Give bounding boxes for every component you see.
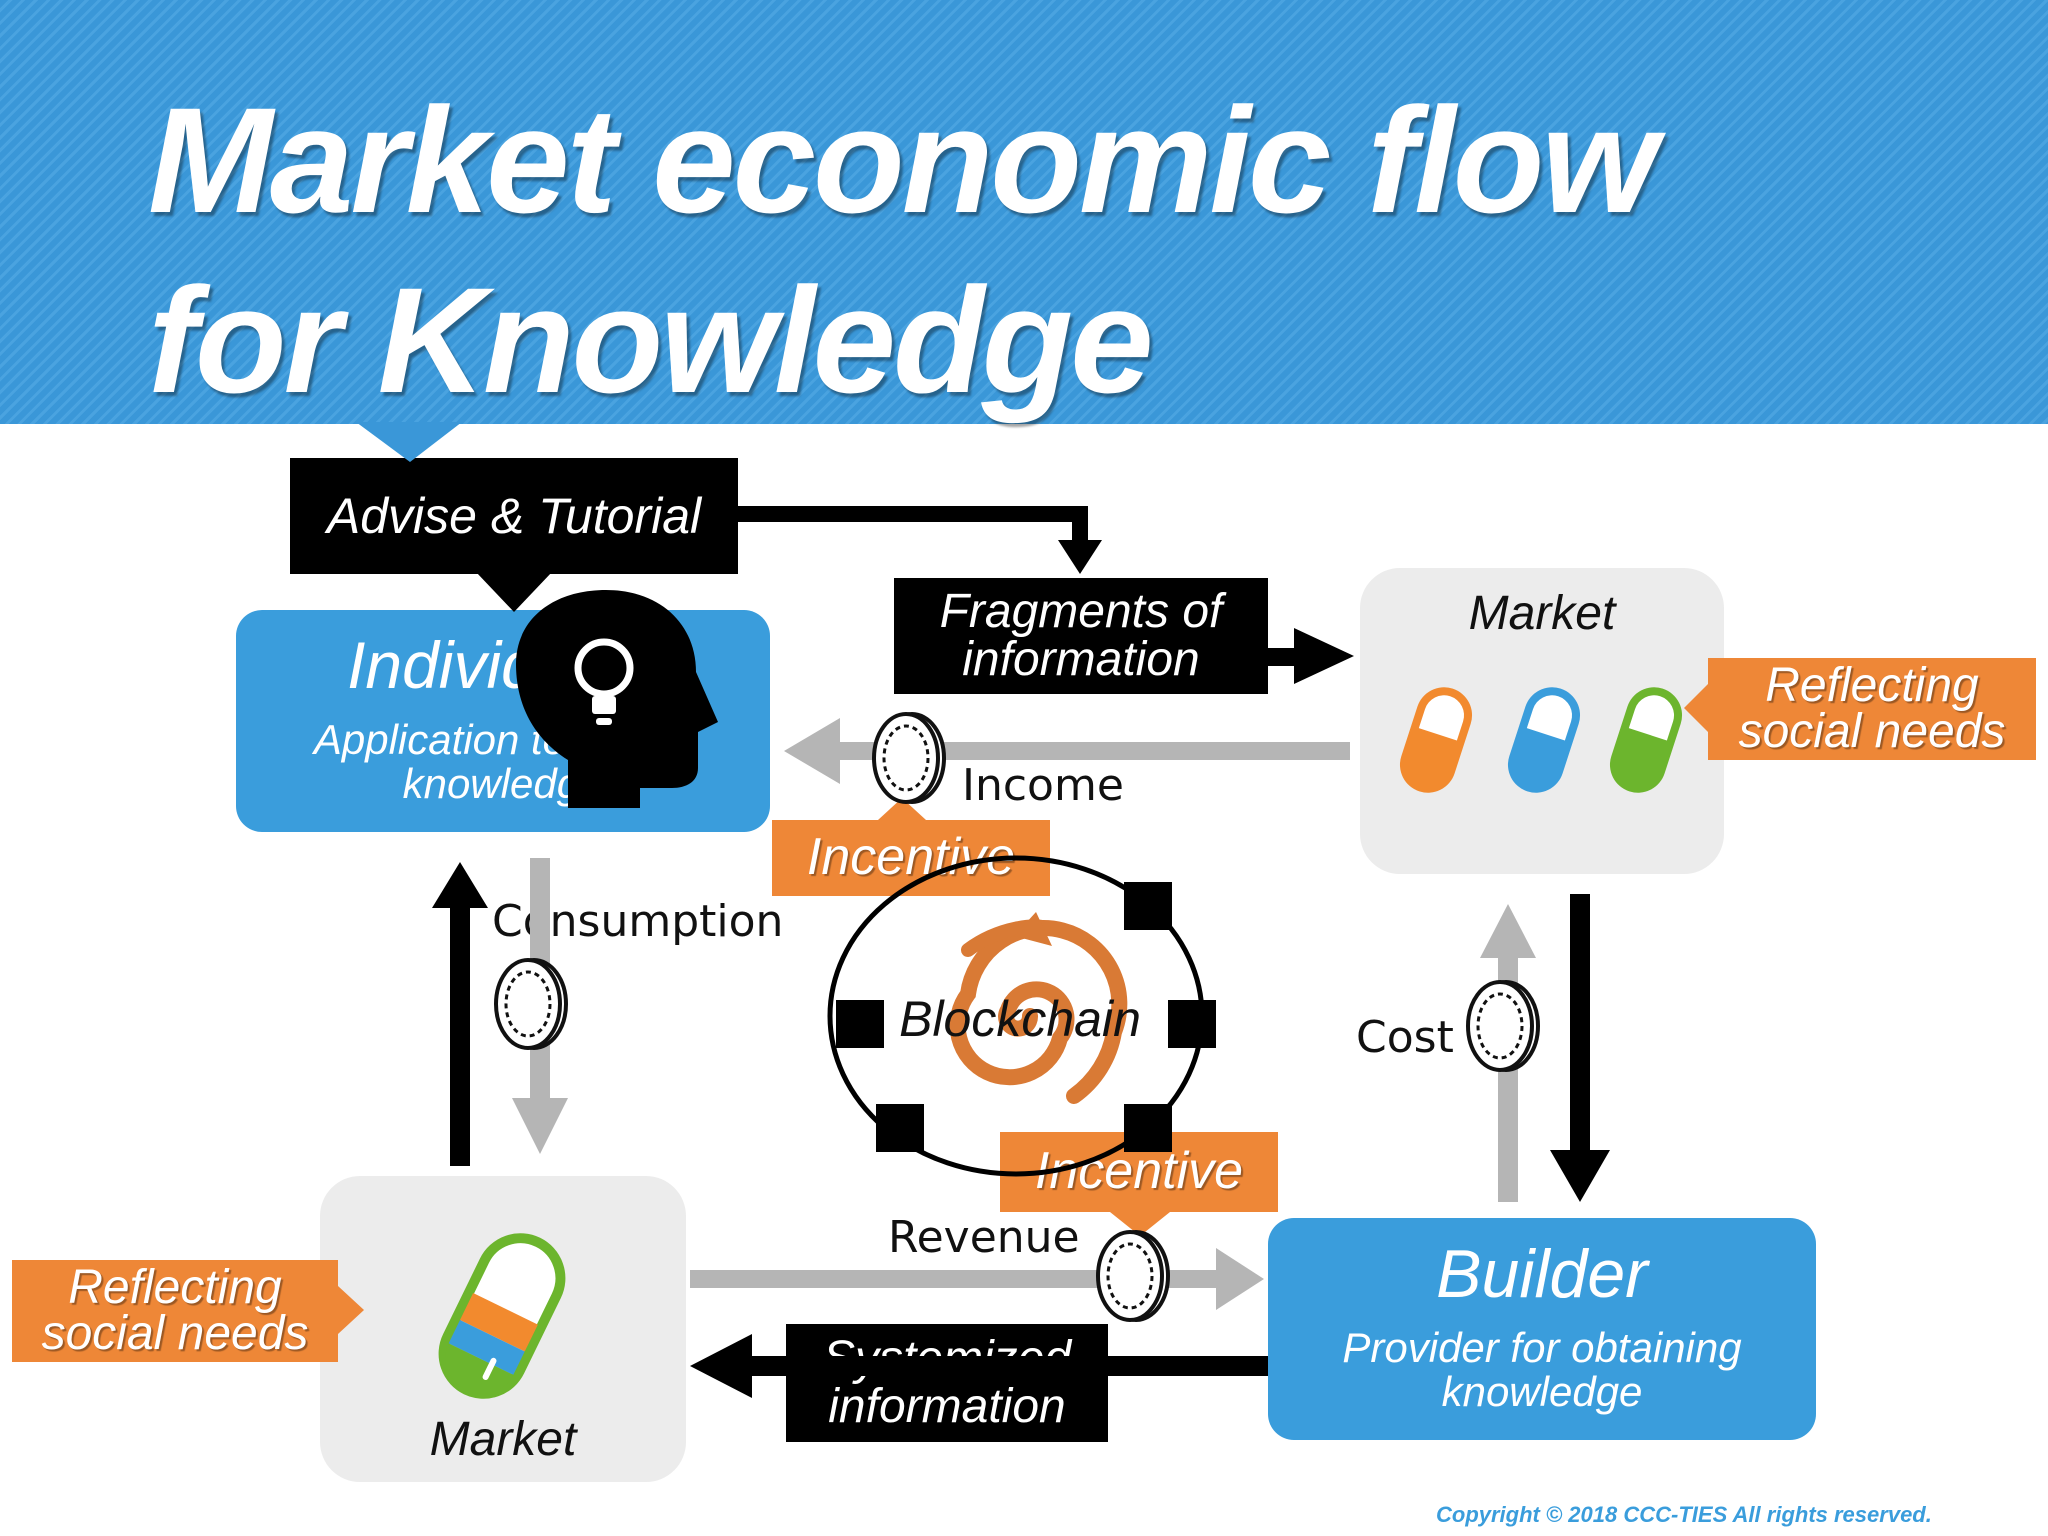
reflecting-left-text: Reflecting social needs [41, 1261, 309, 1360]
advise-tutorial-text: Advise & Tutorial [326, 488, 702, 544]
advise-tutorial-label: Advise & Tutorial [290, 458, 738, 574]
revenue-label: Revenue [888, 1212, 1080, 1263]
revenue-coin-icon [1096, 1230, 1170, 1322]
banner-pointer [356, 422, 462, 462]
market-to-individuals-arrow [450, 900, 470, 1166]
consumption-coin-icon [494, 958, 568, 1050]
blockchain-label: Blockchain [899, 991, 1141, 1047]
reflecting-social-needs-left: Reflecting social needs [12, 1260, 338, 1362]
income-coin-icon [872, 712, 946, 804]
fragments-label: Fragments of information [894, 578, 1268, 694]
advise-pointer [476, 572, 552, 612]
income-arrow [830, 742, 1350, 760]
market-top-label: Market [1468, 587, 1616, 640]
page-title: Market economic flow for Knowledge [148, 70, 1998, 430]
incentive-bottom-text: Incentive [1034, 1142, 1244, 1201]
reflecting-social-needs-right: Reflecting social needs [1708, 658, 2036, 760]
revenue-arrow [690, 1270, 1220, 1288]
builder-box: Builder Provider for obtaining knowledge [1268, 1218, 1816, 1440]
systemized-arrow [744, 1356, 1268, 1376]
cost-label: Cost [1356, 1012, 1454, 1063]
income-label: Income [962, 760, 1124, 811]
fragments-text: Fragments of information [939, 585, 1223, 686]
builder-subtitle: Provider for obtaining knowledge [1342, 1324, 1742, 1416]
blockchain-diagram [827, 855, 1216, 1177]
title-banner [0, 0, 2048, 424]
title-line-1: Market economic flow [148, 76, 1658, 244]
cost-coin-icon [1466, 980, 1540, 1072]
market-bottom-label: Market [429, 1413, 577, 1466]
capsule-orange-icon [1399, 687, 1473, 793]
capsule-green-icon [1609, 687, 1683, 793]
fragments-to-market-arrow [1294, 628, 1354, 684]
title-line-2: for Knowledge [148, 256, 1154, 424]
market-to-builder-arrow [1570, 894, 1590, 1160]
reflecting-right-text: Reflecting social needs [1738, 659, 2006, 758]
incentive-top-text: Incentive [806, 828, 1016, 887]
advise-to-fragments-arrow [738, 506, 1088, 548]
copyright-text: Copyright © 2018 CCC-TIES All rights res… [1436, 1502, 1932, 1527]
capsule-multicolor-icon [438, 1233, 566, 1399]
capsule-blue-icon [1507, 687, 1581, 793]
head-lightbulb-icon [516, 590, 718, 808]
builder-title: Builder [1436, 1236, 1648, 1312]
